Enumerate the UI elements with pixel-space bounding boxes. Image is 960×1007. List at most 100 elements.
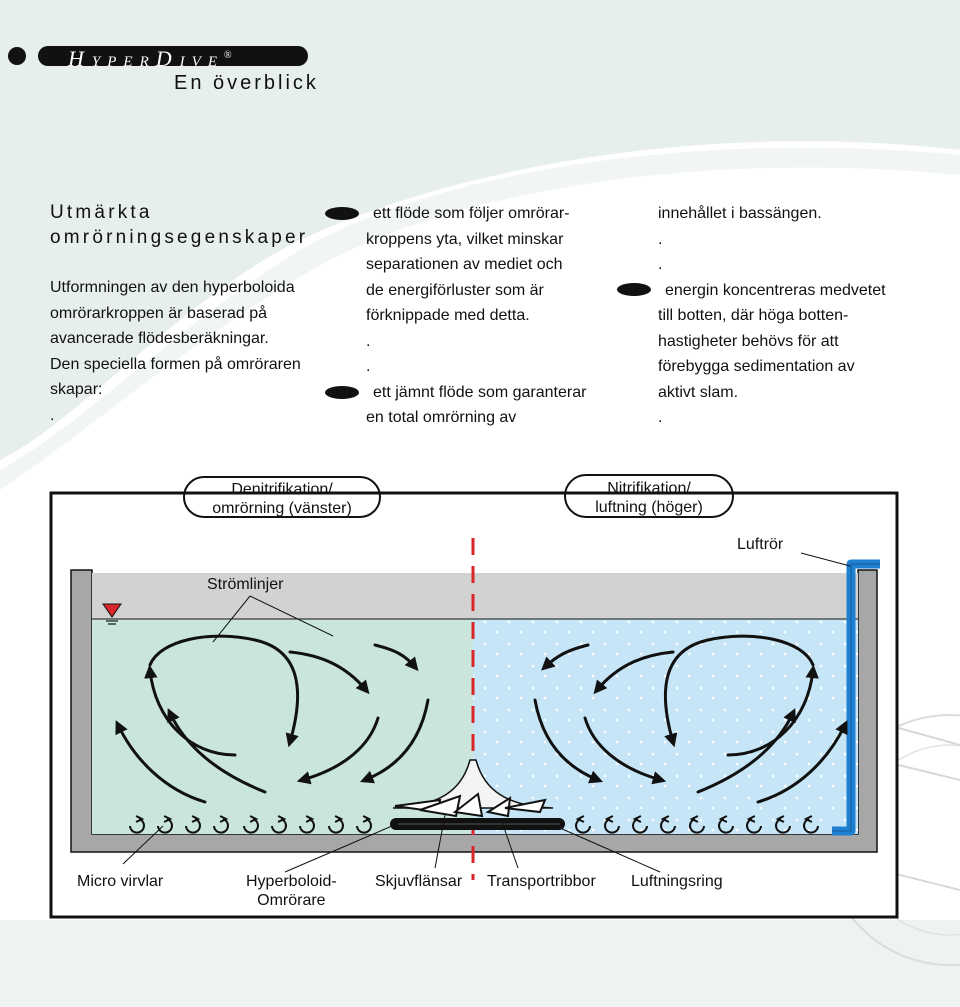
right-line: . xyxy=(658,256,663,273)
label-aeration-ring: Luftningsring xyxy=(631,873,723,890)
zone-left-line1: Denitrifikation/ xyxy=(231,481,333,498)
micro-vortex-arrowhead xyxy=(660,815,670,823)
micro-vortex xyxy=(660,818,676,834)
right-line: energin koncentreras medvetet xyxy=(665,281,886,299)
middle-line: en total omrörning av xyxy=(366,409,517,426)
middle-line: ett flöde som följer omrörar- xyxy=(373,205,570,222)
micro-vortex xyxy=(604,818,620,834)
registered-mark: ® xyxy=(223,50,232,61)
micro-vortex-arrowhead xyxy=(191,815,201,823)
micro-vortex-arrowhead xyxy=(718,815,728,823)
intro-line: Den speciella formen på omröraren xyxy=(50,355,301,373)
right-line: aktivt slam. xyxy=(658,383,739,401)
micro-vortex xyxy=(803,818,819,834)
aeration-bubbles xyxy=(473,619,858,834)
right-column: innehållet i bassängen. . . energin konc… xyxy=(658,201,886,431)
micro-vortex-arrowhead xyxy=(277,815,287,823)
micro-vortex-arrowhead xyxy=(803,815,813,823)
header-dot xyxy=(8,47,26,65)
micro-vortex-arrowhead xyxy=(135,815,145,823)
bullet-dot xyxy=(617,283,651,296)
micro-vortex-arrowhead xyxy=(305,815,315,823)
middle-column: ett flöde som följer omrörar- kroppens y… xyxy=(366,201,586,431)
right-line: innehållet i bassängen. xyxy=(658,205,822,222)
intro-line: . xyxy=(50,406,55,424)
middle-line: . xyxy=(366,358,371,375)
zone-label-right: Nitrifikation/ luftning (höger) xyxy=(564,474,734,518)
micro-vortex-arrowhead xyxy=(604,815,614,823)
micro-vortex xyxy=(271,818,287,834)
intro-column: Utmärkta omrörningsegenskaper Utformning… xyxy=(50,200,308,428)
micro-vortex xyxy=(185,818,201,834)
micro-vortex-arrowhead xyxy=(249,815,259,823)
label-streamlines: Strömlinjer xyxy=(207,576,284,593)
micro-vortex xyxy=(129,818,145,834)
micro-vortex xyxy=(689,818,705,834)
middle-line: . xyxy=(366,332,371,350)
bullet-dot xyxy=(325,207,359,220)
micro-vortex-arrowhead xyxy=(362,815,372,823)
page-subtitle: En överblick xyxy=(174,72,319,94)
middle-line: förknippade med detta. xyxy=(366,307,530,324)
micro-vortex xyxy=(243,818,259,834)
brand-logo: HYPERDIVE® xyxy=(68,44,232,74)
micro-vortex-arrowhead xyxy=(689,815,699,823)
micro-vortex xyxy=(632,818,648,834)
middle-line: separationen av mediet och xyxy=(366,256,563,273)
label-micro-vortices: Micro virvlar xyxy=(77,873,164,890)
micro-vortex-arrowhead xyxy=(163,815,173,823)
label-hyperboloid-mixer: Hyperboloid- Omrörare xyxy=(246,872,337,910)
middle-line: de energiförluster som är xyxy=(366,281,544,299)
middle-line: kroppens yta, vilket minskar xyxy=(366,230,564,248)
shear-flanges xyxy=(394,792,547,818)
hyperboloid-mixer xyxy=(390,759,565,830)
micro-vortex-arrowhead xyxy=(775,815,785,823)
water-level-marker xyxy=(102,603,122,618)
micro-vortex xyxy=(299,818,315,834)
brand-text: HYPERDIVE xyxy=(68,46,224,72)
intro-line: avancerade flödesberäkningar. xyxy=(50,330,269,347)
intro-line: Utformningen av den hyperboloida xyxy=(50,279,295,296)
middle-line: ett jämnt flöde som garanterar xyxy=(373,383,587,401)
micro-vortices-right xyxy=(575,815,819,834)
zone-label-left: Denitrifikation/ omrörning (vänster) xyxy=(183,476,381,518)
right-line: . xyxy=(658,409,663,426)
header-bar xyxy=(38,46,308,66)
label-hyperboloid-line2: Omrörare xyxy=(257,892,326,909)
leader-lines xyxy=(122,552,851,873)
streamlines-left xyxy=(115,634,430,804)
water-left xyxy=(92,619,473,834)
right-line: hastigheter behövs för att xyxy=(658,332,839,350)
zone-right-line2: luftning (höger) xyxy=(595,499,703,516)
intro-title-line1: Utmärkta xyxy=(50,202,153,223)
right-line: förebygga sedimentation av xyxy=(658,358,855,375)
label-transport-ribs: Transportribbor xyxy=(487,873,596,890)
micro-vortex xyxy=(575,818,591,834)
bullet-dot xyxy=(325,386,359,399)
micro-vortex-arrowhead xyxy=(334,815,344,823)
right-line: . xyxy=(658,230,663,248)
intro-title-line2: omrörningsegenskaper xyxy=(50,227,309,248)
micro-vortex xyxy=(775,818,791,834)
micro-vortex-arrowhead xyxy=(575,815,585,823)
micro-vortex xyxy=(328,818,344,834)
headspace xyxy=(92,573,858,619)
micro-vortex-arrowhead xyxy=(219,815,229,823)
micro-vortex-arrowhead xyxy=(746,815,756,823)
intro-line: omrörarkroppen är baserad på xyxy=(50,304,268,322)
zone-right-line1: Nitrifikation/ xyxy=(607,480,691,497)
micro-vortex-arrowhead xyxy=(632,815,642,823)
micro-vortex xyxy=(746,818,762,834)
zone-left-line2: omrörning (vänster) xyxy=(212,500,352,517)
micro-vortex xyxy=(718,818,734,834)
label-air-pipe: Luftrör xyxy=(737,536,784,553)
intro-line: skapar: xyxy=(50,381,103,398)
streamlines-right xyxy=(533,634,848,804)
micro-vortex xyxy=(213,818,229,834)
label-hyperboloid-line1: Hyperboloid- xyxy=(246,873,337,890)
micro-vortex xyxy=(356,818,372,834)
right-line: till botten, där höga botten- xyxy=(658,307,849,324)
label-shear-flanges: Skjuvflänsar xyxy=(375,873,463,890)
